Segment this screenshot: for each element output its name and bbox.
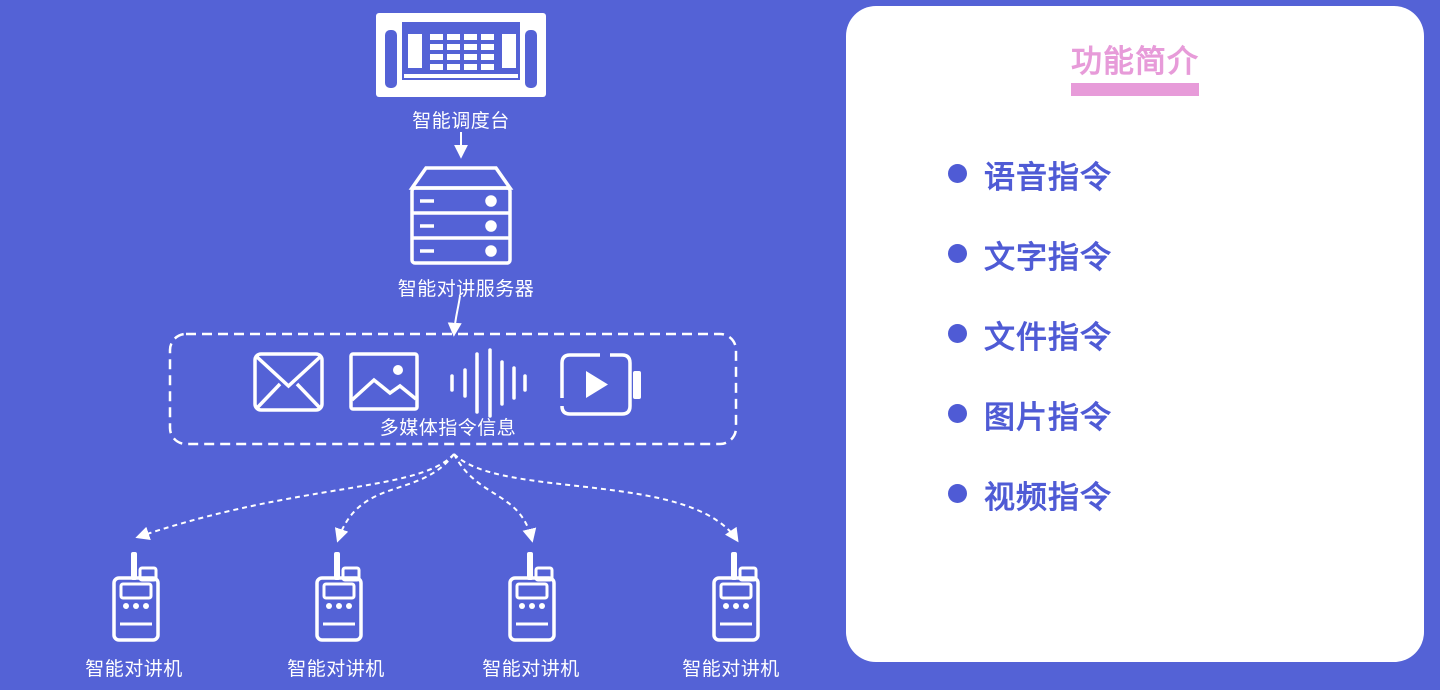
link-to-radio-4 bbox=[453, 453, 739, 543]
link-to-radio-2 bbox=[334, 453, 455, 543]
title-underline bbox=[1071, 88, 1199, 96]
topology-diagram bbox=[112, 13, 760, 642]
server-label: 智能对讲服务器 bbox=[397, 278, 535, 300]
server-rack-icon bbox=[408, 166, 514, 265]
dispatch-console-icon bbox=[376, 13, 546, 97]
feature-item-label: 文字指令 bbox=[984, 240, 1112, 276]
walkie-talkie-icon bbox=[508, 550, 556, 642]
bullet-dot bbox=[948, 324, 967, 343]
feature-list: 语音指令 文字指令 文件指令 图片指令 视频指令 bbox=[948, 152, 1112, 552]
bullet-dot bbox=[948, 244, 967, 263]
walkie-talkie-icon bbox=[315, 550, 363, 642]
bullet-dot bbox=[948, 484, 967, 503]
radio-label: 智能对讲机 bbox=[482, 658, 580, 680]
audio-wave-icon bbox=[450, 348, 527, 418]
feature-item: 视频指令 bbox=[948, 472, 1112, 552]
feature-item: 语音指令 bbox=[948, 152, 1112, 232]
link-to-radio-1 bbox=[135, 453, 455, 541]
title-underline bbox=[1071, 83, 1199, 91]
video-play-icon bbox=[560, 353, 641, 416]
feature-item: 文件指令 bbox=[948, 312, 1112, 392]
dispatch-links bbox=[135, 453, 739, 543]
walkie-talkie-icon bbox=[112, 550, 160, 642]
radio-label: 智能对讲机 bbox=[85, 658, 183, 680]
feature-item-label: 文件指令 bbox=[984, 320, 1112, 356]
panel-title-text: 功能简介 bbox=[1071, 44, 1199, 80]
feature-item: 文字指令 bbox=[948, 232, 1112, 312]
walkie-talkie-icon bbox=[712, 550, 760, 642]
multimedia-label: 多媒体指令信息 bbox=[379, 417, 517, 439]
feature-panel: 功能简介 语音指令 文字指令 文件指令 图片指令 视频指令 bbox=[846, 6, 1424, 662]
radio-label: 智能对讲机 bbox=[682, 658, 780, 680]
feature-item: 图片指令 bbox=[948, 392, 1112, 472]
bullet-dot bbox=[948, 164, 967, 183]
feature-item-label: 图片指令 bbox=[984, 400, 1112, 436]
link-to-radio-3 bbox=[453, 453, 537, 543]
radio-label: 智能对讲机 bbox=[287, 658, 385, 680]
bullet-dot bbox=[948, 404, 967, 423]
console-label: 智能调度台 bbox=[412, 110, 510, 132]
feature-item-label: 语音指令 bbox=[984, 160, 1112, 196]
multimedia-box bbox=[168, 332, 738, 446]
envelope-icon bbox=[253, 352, 324, 412]
link-server-multimedia bbox=[447, 295, 462, 337]
feature-item-label: 视频指令 bbox=[984, 480, 1112, 516]
panel-title: 功能简介 bbox=[846, 36, 1424, 96]
image-icon bbox=[349, 352, 419, 411]
